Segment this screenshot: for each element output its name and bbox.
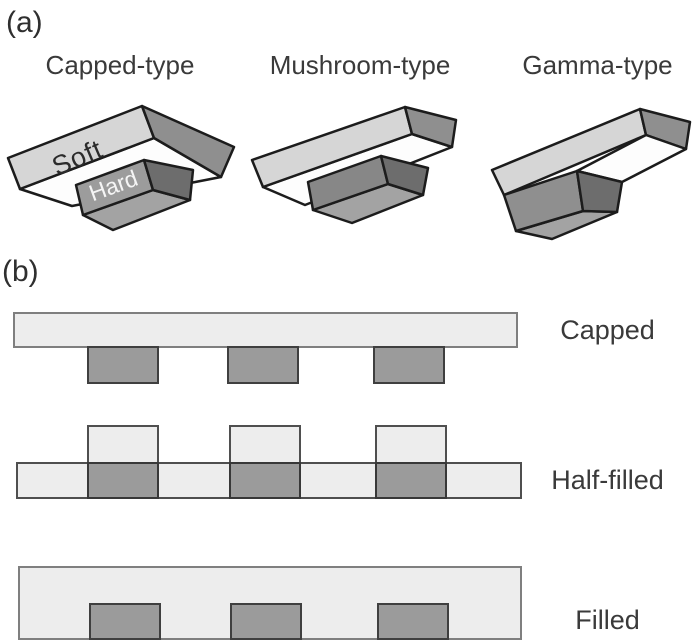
half-filled-soft-bump-3 [375, 425, 447, 464]
mushroom-type-title: Mushroom-type [269, 50, 451, 80]
half-filled-hard-block-3 [375, 462, 447, 499]
filled-hard-block-3 [377, 603, 449, 640]
gamma-type-shape [490, 107, 692, 241]
capped-hard-block-3 [373, 346, 445, 384]
panel-b-label: (b) [2, 255, 39, 288]
capped-hard-block-1 [87, 346, 159, 384]
gamma-type-title: Gamma-type [522, 50, 673, 80]
mushroom-block-end-face [379, 154, 430, 197]
mushroom-slab-end-face [403, 105, 458, 149]
capped-hard-block-2 [227, 346, 299, 384]
capped-block-end-face [142, 158, 195, 202]
half-filled-row-label: Half-filled [551, 465, 664, 495]
half-filled-hard-block-2 [229, 462, 301, 499]
half-filled-hard-block-1 [87, 462, 159, 499]
mushroom-type-shape [250, 105, 458, 225]
filled-row-label: Filled [575, 605, 640, 635]
capped-type-shape: Soft Hard [6, 104, 236, 232]
capped-type-title: Capped-type [45, 50, 195, 80]
filled-hard-block-1 [89, 603, 161, 640]
half-filled-soft-bump-2 [229, 425, 301, 464]
half-filled-soft-bump-1 [87, 425, 159, 464]
capped-slab-end-face [140, 104, 236, 179]
capped-row-label: Capped [560, 315, 655, 345]
panel-a-shapes: Soft Hard [6, 104, 692, 241]
panel-a-label: (a) [6, 6, 43, 39]
filled-hard-block-2 [230, 603, 302, 640]
capped-soft-slab [13, 312, 518, 348]
gamma-block-end-face [575, 169, 624, 214]
